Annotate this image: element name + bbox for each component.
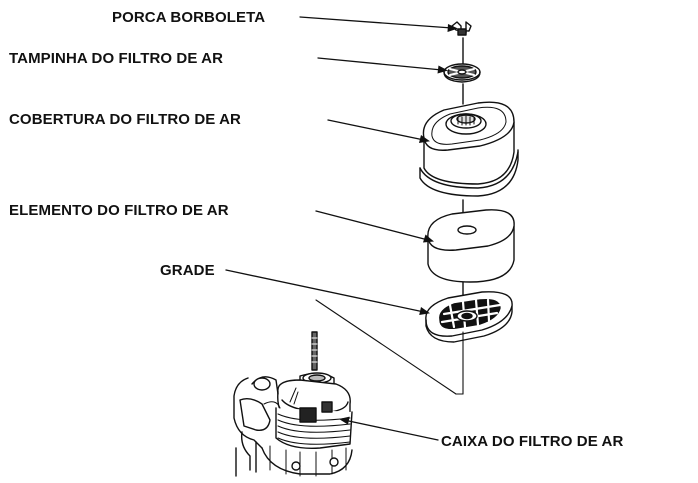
label-filter-cover: COBERTURA DO FILTRO DE AR — [9, 111, 241, 128]
label-filter-housing: CAIXA DO FILTRO DE AR — [441, 433, 624, 450]
leader-lines — [225, 16, 453, 441]
grille-part — [425, 291, 513, 343]
label-filter-cap: TAMPINHA DO FILTRO DE AR — [9, 50, 224, 67]
filter-cap-part — [443, 63, 481, 83]
leader-arrowheads — [339, 24, 458, 425]
alignment-guide-lines — [315, 299, 464, 395]
label-wing-nut: PORCA BORBOLETA — [112, 9, 266, 26]
filter-housing-part — [233, 331, 353, 477]
wing-nut-part — [451, 21, 472, 36]
filter-cover-part — [419, 101, 519, 197]
label-filter-element: ELEMENTO DO FILTRO DE AR — [9, 202, 229, 219]
label-grille: GRADE — [160, 262, 215, 279]
filter-element-part — [427, 209, 515, 283]
